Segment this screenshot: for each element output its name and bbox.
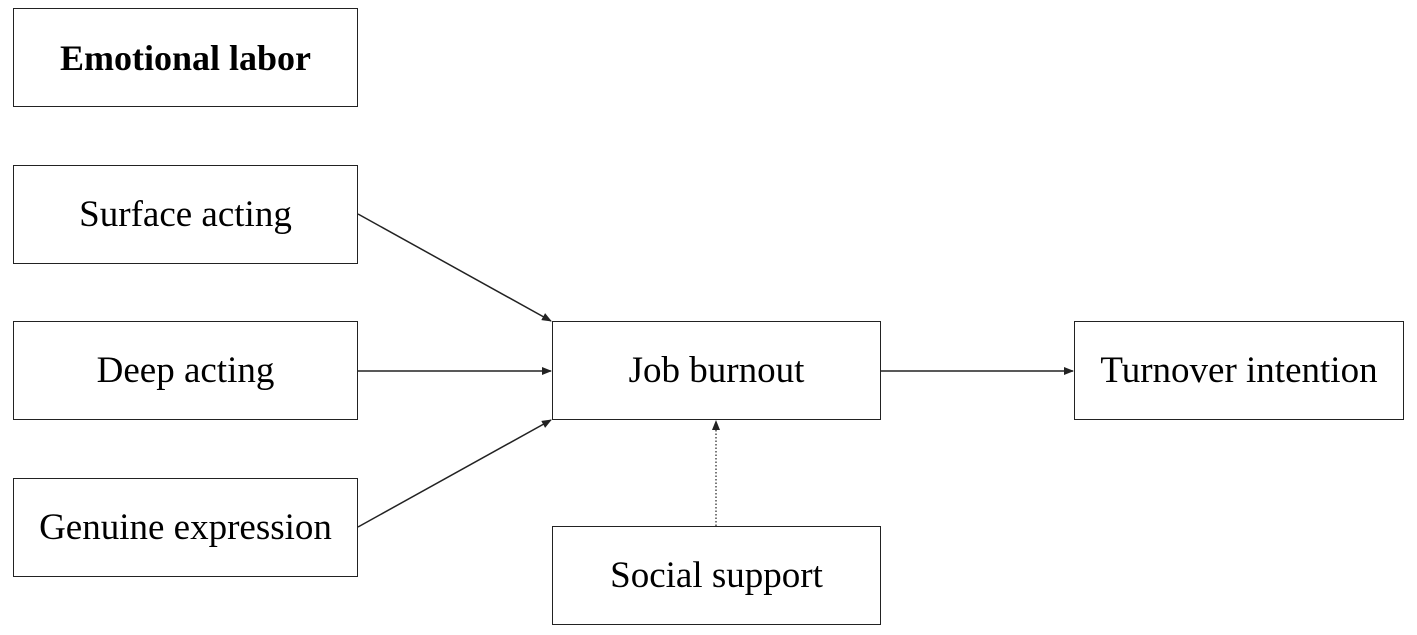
social-support-label: Social support [610,555,823,596]
deep-acting-label: Deep acting [96,350,275,391]
arrow-surface-acting-to-job-burnout [357,213,552,322]
job-burnout-label: Job burnout [628,350,805,391]
deep-acting-box: Deep acting [13,321,358,420]
emotional-labor-label: Emotional labor [59,37,311,78]
arrow-genuine-expression-to-job-burnout [357,419,552,528]
genuine-expression-label: Genuine expression [39,507,332,548]
job-burnout-box: Job burnout [552,321,881,420]
social-support-box: Social support [552,526,881,625]
turnover-intention-label: Turnover intention [1100,350,1378,391]
turnover-intention-box: Turnover intention [1074,321,1404,420]
genuine-expression-box: Genuine expression [13,478,358,577]
emotional-labor-box: Emotional labor [13,8,358,107]
surface-acting-label: Surface acting [79,194,292,235]
surface-acting-box: Surface acting [13,165,358,264]
